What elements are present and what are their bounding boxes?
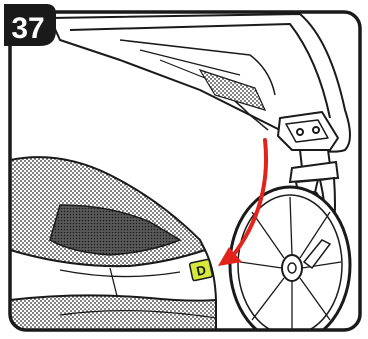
front-wheel <box>230 187 350 339</box>
seat-body <box>10 157 216 335</box>
scene: D <box>10 14 350 339</box>
canopy <box>50 14 350 152</box>
step-number-badge: 37 <box>4 4 56 46</box>
letter-tag-icon: D <box>189 259 212 281</box>
step-number: 37 <box>11 12 44 45</box>
